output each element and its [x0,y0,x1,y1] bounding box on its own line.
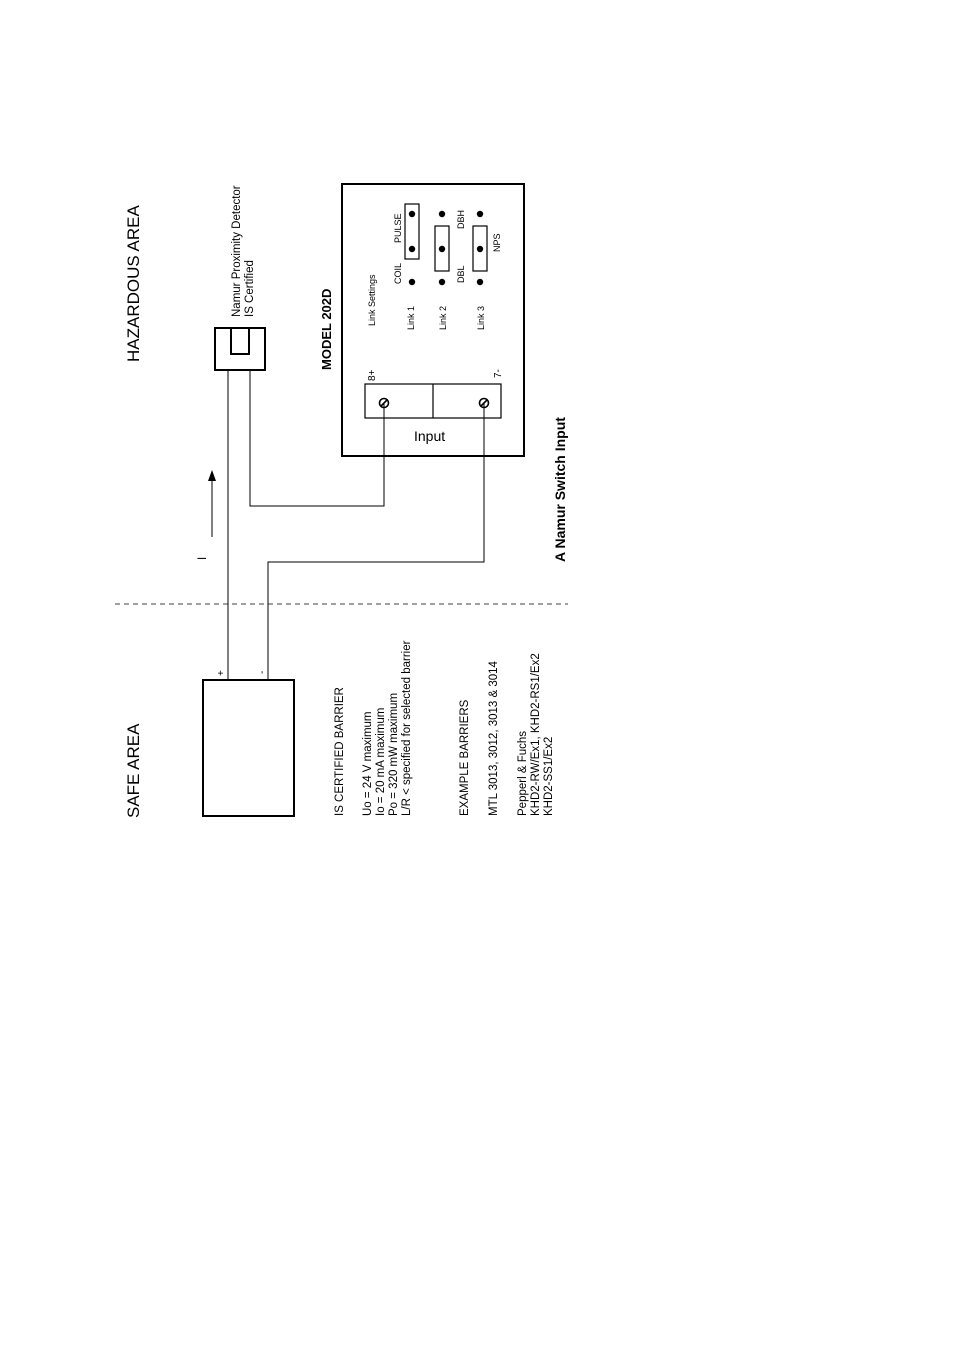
terminal-plus-label: 8+ [367,369,378,381]
option-coil-label: COIL [393,263,403,284]
wire-detector-to-terminal-plus [249,370,385,507]
current-label: I [197,557,209,560]
module-box [341,183,525,457]
link-2-label: Link 2 [438,306,448,330]
hazardous-area-label: HAZARDOUS AREA [124,205,143,362]
barrier-plus-label: + [216,670,227,676]
option-dbh-label: DBH [456,210,466,229]
input-label: Input [414,428,445,444]
diagram-caption: A Namur Switch Input [552,417,568,562]
option-pulse-label: PULSE [393,213,403,243]
detector-label-line1: Namur Proximity Detector [231,185,243,317]
examples-pf-line2: KHD2-RW/Ex1, KHD2-RS1/Ex2 [530,653,542,816]
current-arrow-head [208,470,216,481]
wire-terminal-minus-to-barrier [267,403,485,680]
terminal-plus-screw [378,397,390,409]
barrier-box [202,679,295,817]
barrier-spec-po: Po = 320 mW maximum [388,693,400,816]
examples-pf-line1: Pepperl & Fuchs [517,731,529,816]
barrier-spec-io: Io = 20 mA maximum [375,708,387,816]
module-model-label: MODEL 202D [319,289,334,370]
examples-heading: EXAMPLE BARRIERS [459,699,471,816]
barrier-spec-lr: L/R < specified for selected barrier [401,640,413,816]
link-3-label: Link 3 [476,306,486,330]
examples-pf-line3: KHD2-SS1/Ex2 [543,737,555,816]
option-nps-label: NPS [492,233,502,252]
safe-area-label: SAFE AREA [124,723,143,818]
barrier-heading: IS CERTIFIED BARRIER [334,687,346,816]
detector-label-line2: IS Certified [244,260,256,317]
jumper-link-3-nps [472,225,488,272]
jumper-link-1-pulse [404,203,420,260]
terminal-minus-label: 7- [493,369,504,378]
terminal-minus-screw [478,397,490,409]
link-1-label: Link 1 [406,306,416,330]
barrier-minus-label: - [257,671,268,674]
proximity-detector-symbol [214,327,266,371]
barrier-spec-uo: Uo = 24 V maximum [362,712,374,817]
link-settings-label: Link Settings [367,274,377,326]
link-pins [408,210,484,286]
jumper-link-2-dbl [434,225,450,272]
examples-mtl: MTL 3013, 3012, 3013 & 3014 [488,660,500,816]
option-dbl-label: DBL [456,265,466,283]
